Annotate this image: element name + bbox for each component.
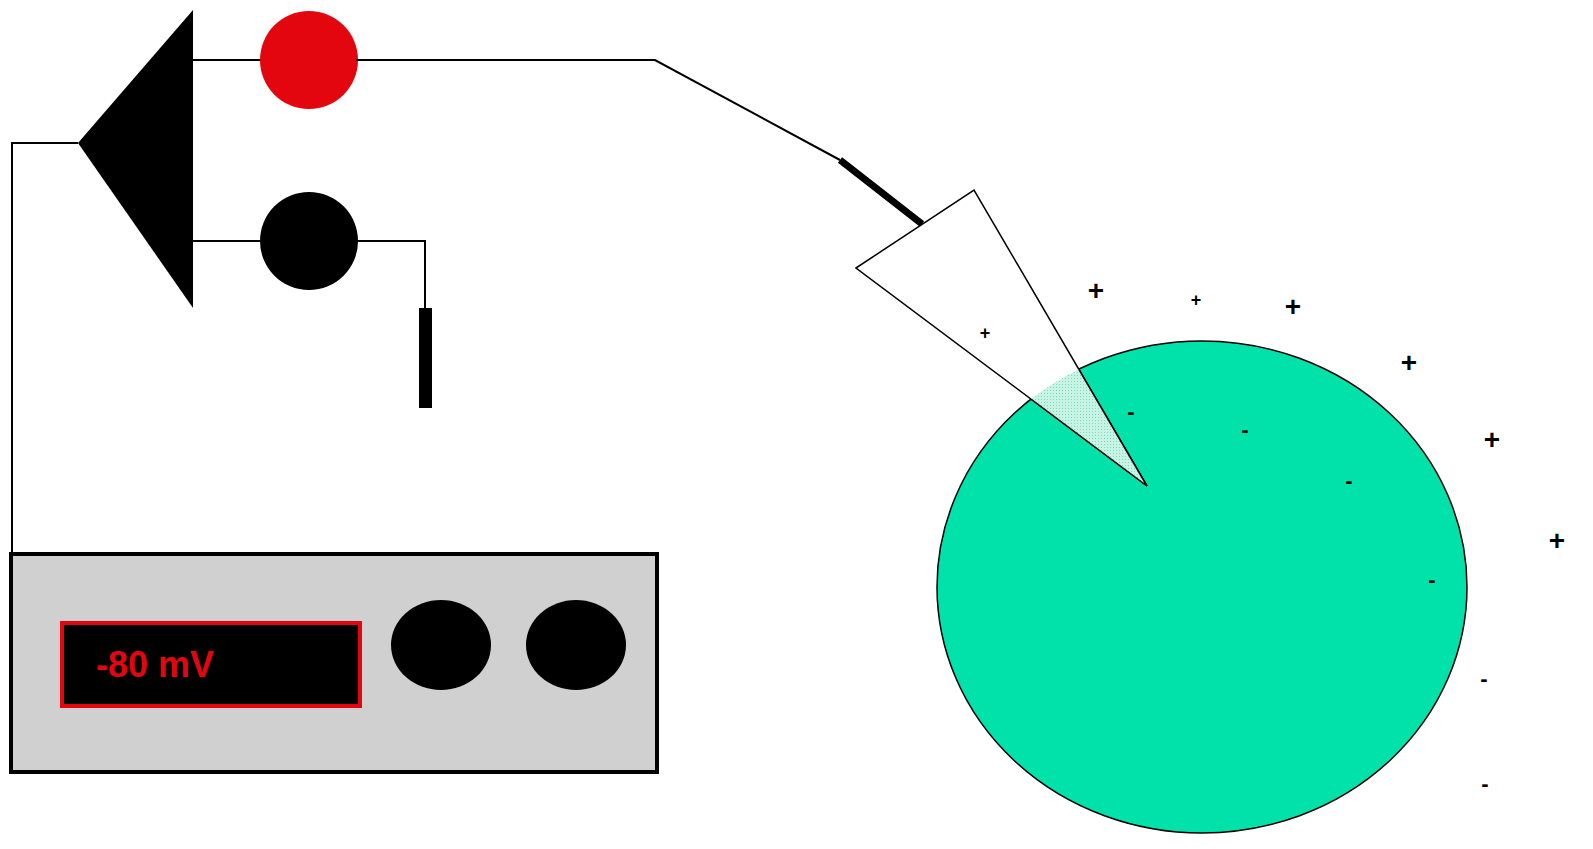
micropipette (856, 190, 1147, 486)
negative-charge: - (1481, 773, 1488, 795)
amplifier-symbol (78, 10, 193, 308)
cell (937, 341, 1467, 833)
voltmeter-body (11, 554, 657, 772)
negative-charge: - (1241, 419, 1248, 441)
negative-charge: - (1127, 401, 1134, 423)
reference-electrode (419, 308, 432, 408)
positive-charge: + (1191, 291, 1202, 309)
positive-charge: + (1401, 349, 1417, 377)
meter-knob (526, 600, 626, 690)
electrode-wire (356, 60, 840, 160)
meter-knob (391, 600, 491, 690)
pipette-tip (856, 190, 1147, 486)
positive-charge: + (1484, 426, 1500, 454)
positive-charge: + (1285, 293, 1301, 321)
reference-terminal (260, 192, 358, 290)
negative-charge: - (1480, 668, 1487, 690)
reference-wire (356, 241, 425, 310)
voltage-reading: -80 mV (96, 644, 214, 686)
electrode-holder (840, 160, 922, 224)
input-wire (193, 59, 262, 61)
negative-charge: - (1428, 569, 1435, 591)
positive-charge: + (1088, 277, 1104, 305)
reference-wire (193, 240, 262, 242)
output-wire (12, 143, 78, 553)
negative-charge: - (1345, 470, 1352, 492)
positive-charge: + (980, 324, 991, 342)
recording-terminal (260, 11, 358, 109)
positive-charge: + (1549, 527, 1565, 555)
meter-display: -80 mV (60, 621, 362, 708)
